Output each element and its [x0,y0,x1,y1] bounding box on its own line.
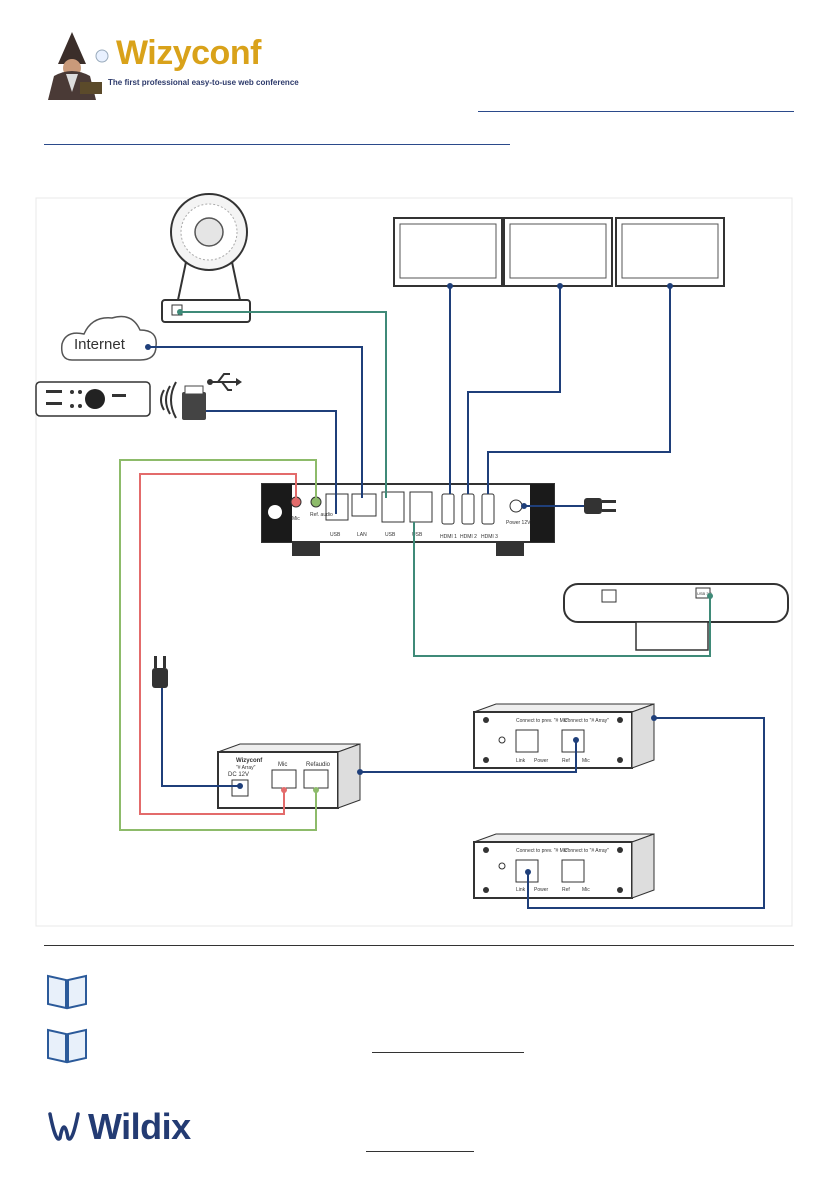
header-link-line-1[interactable] [478,111,794,112]
usb-dongle-icon [182,385,206,420]
brand-tagline: The first professional easy-to-use web c… [108,78,299,87]
mic-box-top: Connect to prev. "# Mic" Connect to "# A… [473,703,655,769]
port-label-hdmi1: HDMI 1 [440,534,457,540]
mic-bottom-ref: Ref [562,887,570,893]
port-label-usb1: USB [330,532,341,538]
array-box-label: "# Array" [236,765,256,771]
usb-symbol-icon [207,373,242,391]
port-label-usb2: USB [385,532,396,538]
port-label-hdmi2: HDMI 2 [460,534,477,540]
internet-cloud-icon: Internet [60,315,157,361]
mic-top-connect-prev: Connect to prev. "# Mic" [516,718,569,724]
port-label-ref: Ref. audio [310,512,333,518]
monitor-2 [503,217,613,287]
mic-bottom-link: Link [516,887,526,893]
wire-endpoints [145,283,713,875]
mic-top-link: Link [516,758,526,764]
mic-bottom-power: Power [534,887,549,893]
mic-top-mic: Mic [582,758,590,764]
mic-top-power: Power [534,758,549,764]
mic-top-connect-array: Connect to "# Array" [564,718,609,724]
port-label-hdmi3: HDMI 3 [481,534,498,540]
mic-bottom-mic: Mic [582,887,590,893]
brand-name: Wizyconf [116,34,261,72]
mic-box-bottom: Connect to prev. "# Mic" Connect to "# A… [473,833,655,899]
monitor-1 [393,217,503,287]
internet-label: Internet [74,336,126,353]
wildix-mark-icon [48,1112,80,1141]
ptz-camera [161,193,251,323]
port-label-usb3: USB [412,532,423,538]
mic-bottom-connect-prev: Connect to prev. "# Mic" [516,848,569,854]
wizard-icon [48,32,109,100]
port-label-mic: Mic [292,516,300,522]
port-label-lan: LAN [357,532,367,538]
header-link-line-2[interactable] [44,144,510,145]
array-box-dc: DC 12V [228,772,249,778]
mic-bottom-connect-array: Connect to "# Array" [564,848,609,854]
power-plug-left-icon [152,656,168,688]
array-box-mic: Mic [278,762,287,768]
array-box-refaudio: Refaudio [306,762,331,768]
wires [119,286,765,909]
wizyconf-logo: Wizyconf The first professional easy-to-… [44,30,299,100]
wildix-logo-text: Wildix [88,1106,191,1147]
doc-link-line-1[interactable] [372,1052,524,1053]
port-label-power: Power 12V [506,520,531,526]
soundbar-camera: USB 3.0 [563,583,789,651]
mic-top-ref: Ref [562,758,570,764]
array-box: Wizyconf "# Array" DC 12V Mic Refaudio [217,743,361,809]
doc-link-line-2[interactable] [366,1151,474,1152]
wiring-diagram: Internet [35,193,793,927]
book-icon [47,974,87,1010]
power-plug-icon [584,498,616,514]
array-box-brand: Wizyconf [236,758,263,764]
remote-control [35,381,151,417]
footer-divider [44,945,794,946]
wizyconf-box: Mic Ref. audio USB LAN USB USB HDMI 1 HD… [261,483,555,556]
monitor-3 [615,217,725,287]
book-icon [47,1028,87,1064]
wireless-icon [160,381,177,419]
soundbar-port-label: USB 3.0 [697,591,713,596]
